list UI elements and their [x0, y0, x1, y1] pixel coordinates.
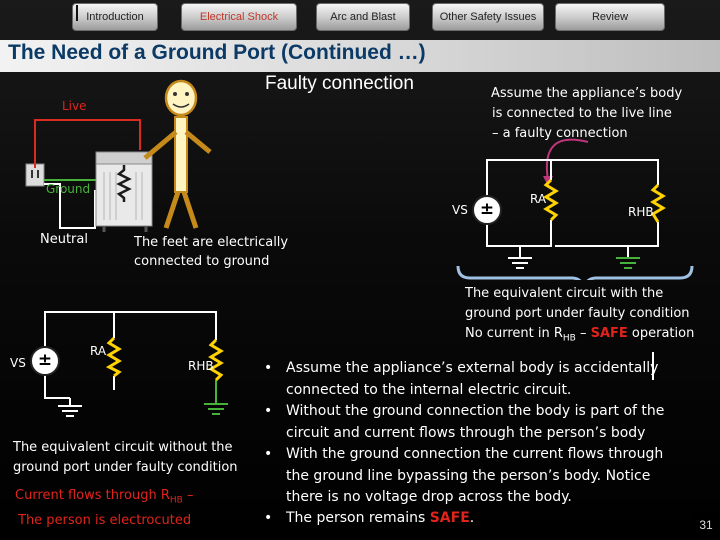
bullet-line: circuit and current flows through the pe… — [286, 424, 646, 441]
note-text: Current flows through R — [15, 488, 170, 503]
caption-text: No current in R — [465, 326, 563, 341]
caption-line: ground port under faulty condition — [13, 460, 238, 475]
caption-text: – — [575, 326, 591, 341]
resistor-ra — [105, 336, 122, 378]
bullet-dot: • — [264, 360, 273, 376]
caption-line: The equivalent circuit without the — [13, 440, 233, 455]
tab-label: Arc and Blast — [330, 11, 396, 23]
page-number: 31 — [692, 512, 720, 538]
note-text: – — [182, 488, 194, 503]
bullet-list: • Assume the appliance’s external body i… — [264, 350, 690, 530]
rhb-label-bottom: RHB — [188, 359, 214, 373]
bullet-line: the ground line bypassing the person’s b… — [286, 467, 651, 484]
caption-text: operation — [627, 326, 695, 341]
ground-symbol-icon — [204, 403, 228, 415]
bullet-line: With the ground connection the current f… — [286, 446, 664, 462]
safe-word: SAFE — [590, 326, 628, 341]
ground-symbol-icon — [616, 257, 640, 269]
caption-line: ground port under faulty condition — [465, 306, 690, 321]
feet-note-line: connected to ground — [134, 254, 270, 269]
note-text: The person is electrocuted — [18, 512, 192, 528]
tab-electrical-shock[interactable]: Electrical Shock — [181, 3, 297, 31]
appliance-icon — [95, 151, 153, 232]
cursor-marker — [652, 352, 654, 380]
safe-line: No current in RHB – SAFE operation — [465, 324, 694, 349]
tab-introduction[interactable]: Introduction — [72, 3, 158, 31]
tab-label: Other Safety Issues — [439, 11, 537, 23]
tab-other-safety-issues[interactable]: Other Safety Issues — [432, 3, 544, 31]
feet-note-line: The feet are electrically — [134, 235, 289, 250]
feet-note: The feet are electrically connected to g… — [134, 233, 288, 271]
bullet-line: connected to the internal electric circu… — [286, 381, 572, 398]
tab-arc-and-blast[interactable]: Arc and Blast — [316, 3, 410, 31]
rhb-label-top: RHB — [628, 205, 654, 219]
bullet-item: • Without the ground connection the body… — [264, 401, 665, 444]
safe-word: SAFE — [429, 510, 470, 526]
bullet-line: there is no voltage drop across the body… — [286, 489, 572, 506]
faulty-connection-diagram — [25, 79, 212, 232]
bullet-item: • Assume the appliance’s external body i… — [264, 358, 659, 401]
assume-note-line: – a faulty connection — [492, 126, 628, 141]
bullet-item: • The person remains SAFE. — [264, 508, 475, 530]
tab-label: Electrical Shock — [199, 11, 279, 23]
bullet-line: Without the ground connection the body i… — [286, 403, 665, 419]
resistor-rhb — [650, 183, 666, 223]
bullet-text: The person remains — [286, 510, 430, 526]
bullet-dot: • — [264, 403, 273, 419]
resistor-rhb — [208, 338, 224, 382]
ground-symbol-icon — [508, 257, 532, 269]
ra-label-bottom: RA — [90, 344, 107, 358]
caption-sub: HB — [562, 333, 576, 344]
slide-subtitle: Faulty connection — [265, 73, 414, 94]
ground-symbol-icon — [58, 405, 82, 417]
voltage-source-icon: ± — [472, 195, 502, 225]
person-icon — [143, 79, 212, 229]
assume-note: Assume the appliance’s body is connected… — [491, 84, 682, 144]
title-band — [0, 40, 720, 72]
bullet-dot: • — [264, 510, 273, 526]
pointer-arrow — [545, 138, 589, 181]
slide-title: The Need of a Ground Port (Continued …) — [8, 41, 426, 64]
caption-line: The equivalent circuit with the — [465, 286, 664, 301]
caption-brace — [456, 265, 694, 280]
live-wire — [34, 119, 141, 168]
without-ground-caption: The equivalent circuit without the groun… — [13, 438, 238, 478]
resistor-ra — [543, 178, 559, 222]
ground-label: Ground — [46, 182, 91, 196]
neutral-label: Neutral — [40, 232, 88, 247]
live-label: Live — [62, 99, 87, 113]
cursor-marker — [76, 5, 78, 21]
vs-label-top: VS — [452, 203, 468, 217]
equivalent-circuit-with-ground — [456, 138, 694, 280]
internal-resistor — [116, 165, 132, 202]
assume-note-line: Assume the appliance’s body — [491, 86, 683, 101]
tab-label: Introduction — [86, 11, 144, 23]
bullet-dot: • — [264, 446, 273, 462]
note-sub: HB — [169, 495, 183, 506]
tab-review[interactable]: Review — [555, 3, 665, 31]
electrocuted-note: Current flows through RHB – The person i… — [15, 486, 193, 531]
bullet-item: • With the ground connection the current… — [264, 444, 664, 509]
assume-note-line: is connected to the live line — [492, 106, 672, 121]
tab-label: Review — [591, 11, 629, 23]
vs-label-bottom: VS — [10, 356, 26, 370]
navigation-bar: Introduction Electrical Shock Arc and Bl… — [0, 0, 720, 38]
bullet-line: Assume the appliance’s external body is … — [286, 360, 659, 376]
voltage-source-icon: ± — [30, 346, 60, 376]
with-ground-caption: The equivalent circuit with the ground p… — [465, 284, 694, 349]
ra-label-top: RA — [530, 192, 547, 206]
bullet-text: . — [469, 510, 475, 526]
equivalent-circuit-without-ground — [44, 311, 228, 417]
neutral-wire — [44, 183, 96, 229]
